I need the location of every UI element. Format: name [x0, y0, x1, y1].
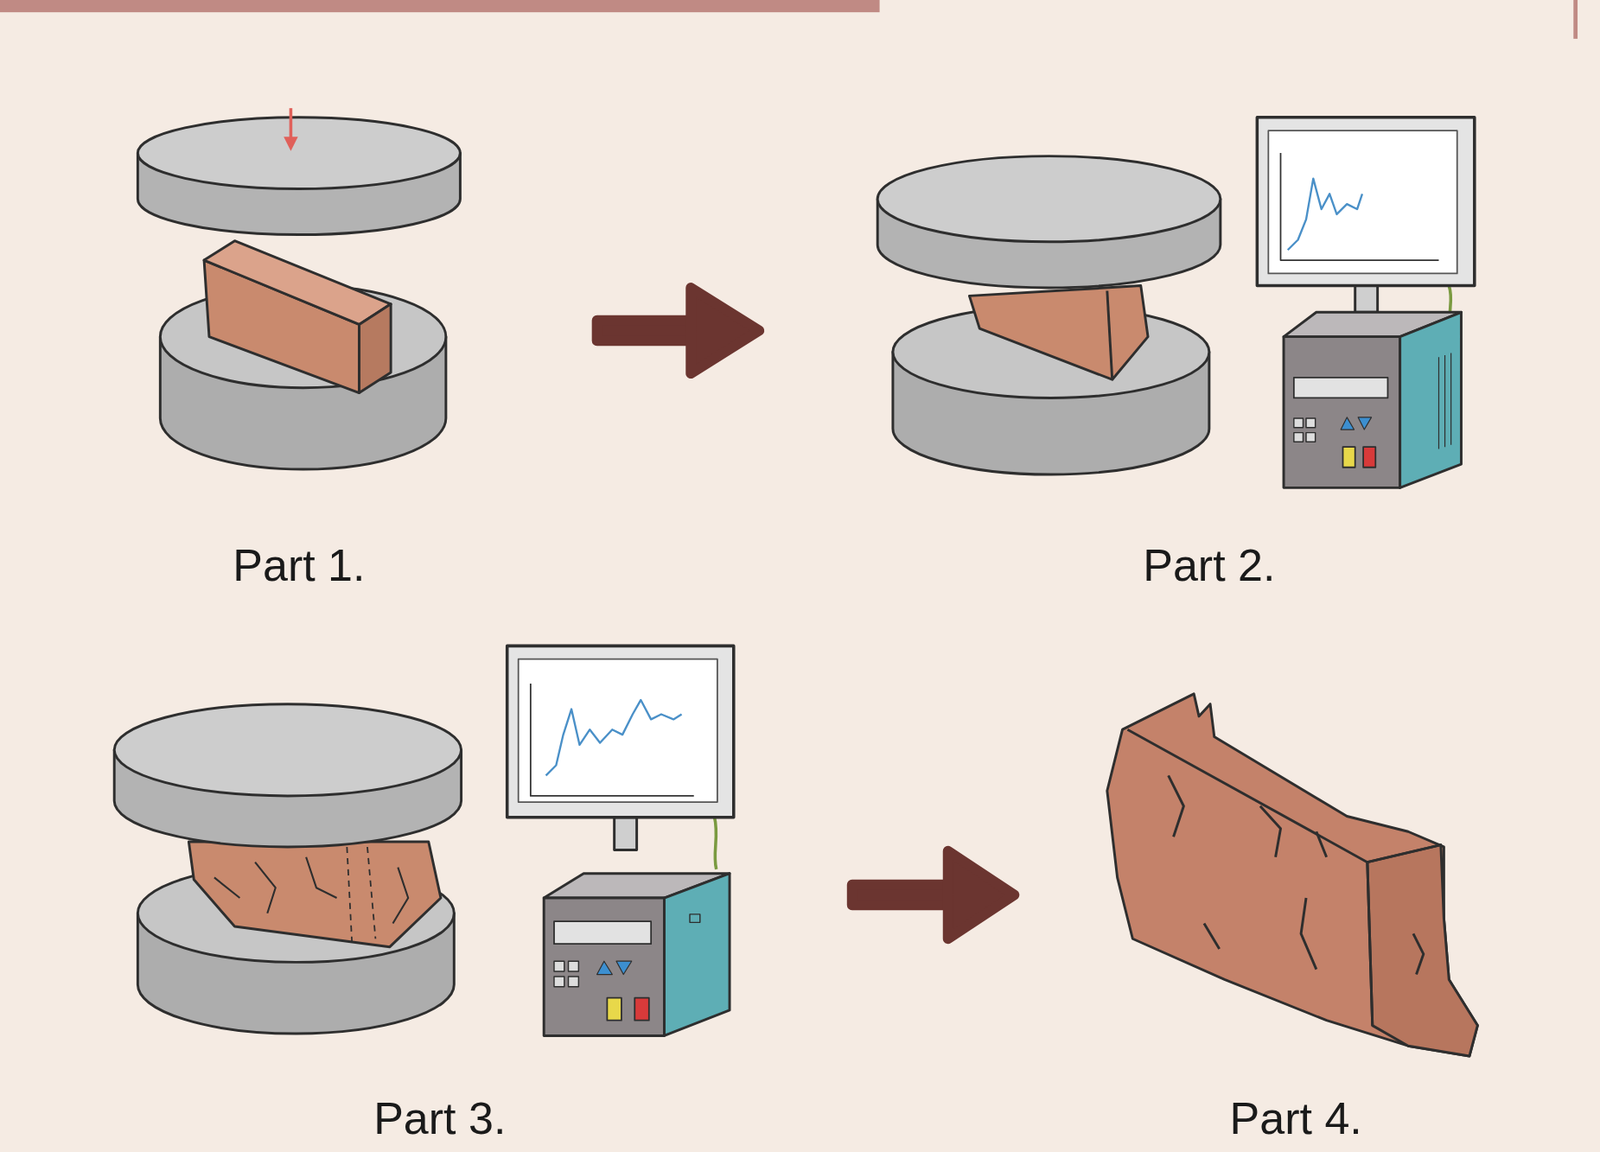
load-arrow-shaft — [289, 108, 294, 141]
monitor-frame — [507, 645, 734, 817]
broken-brick — [1107, 694, 1479, 1057]
cable — [713, 816, 716, 870]
step-arrow-shaft — [852, 885, 952, 906]
yellow-button — [606, 998, 622, 1021]
monitor-stand — [1355, 286, 1378, 313]
monitor-screen — [518, 659, 718, 803]
load-arrow-head — [283, 136, 299, 152]
step-arrow-head — [948, 851, 1015, 940]
top-platen-top — [137, 117, 460, 190]
part-label: Part 1. — [232, 541, 365, 592]
device-side — [1400, 312, 1462, 488]
up-button — [1340, 417, 1354, 430]
red-button — [634, 998, 650, 1021]
step-arrow — [852, 851, 1015, 940]
brick-edges — [1127, 729, 1441, 1026]
press-part-1 — [137, 117, 460, 470]
device-button — [1306, 433, 1316, 443]
device-front — [1283, 337, 1401, 489]
chart-axes — [1281, 152, 1440, 261]
press-part-2 — [877, 156, 1221, 475]
device-button — [1294, 433, 1304, 443]
cracks — [1168, 775, 1424, 975]
recorder-part-2 — [1256, 117, 1474, 489]
down-button — [1357, 417, 1371, 430]
corner-rule — [1573, 0, 1578, 39]
part-label: Part 4. — [1230, 1095, 1363, 1145]
brick-edge — [1107, 290, 1113, 380]
brick-body — [1107, 694, 1479, 1057]
load-arrow — [283, 108, 299, 152]
device-button — [568, 961, 580, 972]
vent-lines — [1438, 353, 1451, 450]
device-button — [554, 961, 565, 972]
part-label: Part 3. — [373, 1095, 506, 1145]
device-front — [543, 898, 664, 1036]
press-part-3 — [114, 704, 461, 1034]
recorder-part-3 — [507, 645, 734, 1036]
monitor-frame — [1256, 117, 1474, 287]
red-button — [1363, 446, 1376, 468]
monitor-stand — [614, 817, 638, 851]
device-button — [568, 976, 580, 988]
fracture-lines — [346, 847, 376, 944]
step-arrow-head — [690, 287, 759, 374]
chart-axes — [530, 683, 695, 797]
top-platen-top — [877, 156, 1221, 243]
up-button — [597, 961, 613, 975]
device-button — [554, 976, 565, 988]
device-button — [1294, 418, 1304, 428]
device-port — [689, 914, 701, 923]
device-display — [1294, 377, 1389, 399]
brick-end — [359, 304, 392, 394]
yellow-button — [1343, 446, 1356, 468]
cracks — [214, 857, 408, 925]
part-label: Part 2. — [1142, 541, 1275, 592]
force-curve — [546, 700, 683, 776]
crushed-brick — [188, 841, 441, 948]
monitor-screen — [1268, 130, 1457, 274]
top-platen-top — [114, 704, 461, 797]
top-bar — [0, 0, 880, 13]
compressed-brick — [968, 286, 1148, 381]
brick-top — [203, 241, 391, 326]
force-curve — [1287, 178, 1363, 251]
device-side — [663, 873, 730, 1037]
device-button — [1306, 418, 1316, 428]
down-button — [616, 961, 632, 975]
step-arrow — [597, 287, 760, 374]
device-display — [554, 921, 651, 944]
step-arrow-shaft — [597, 320, 695, 342]
